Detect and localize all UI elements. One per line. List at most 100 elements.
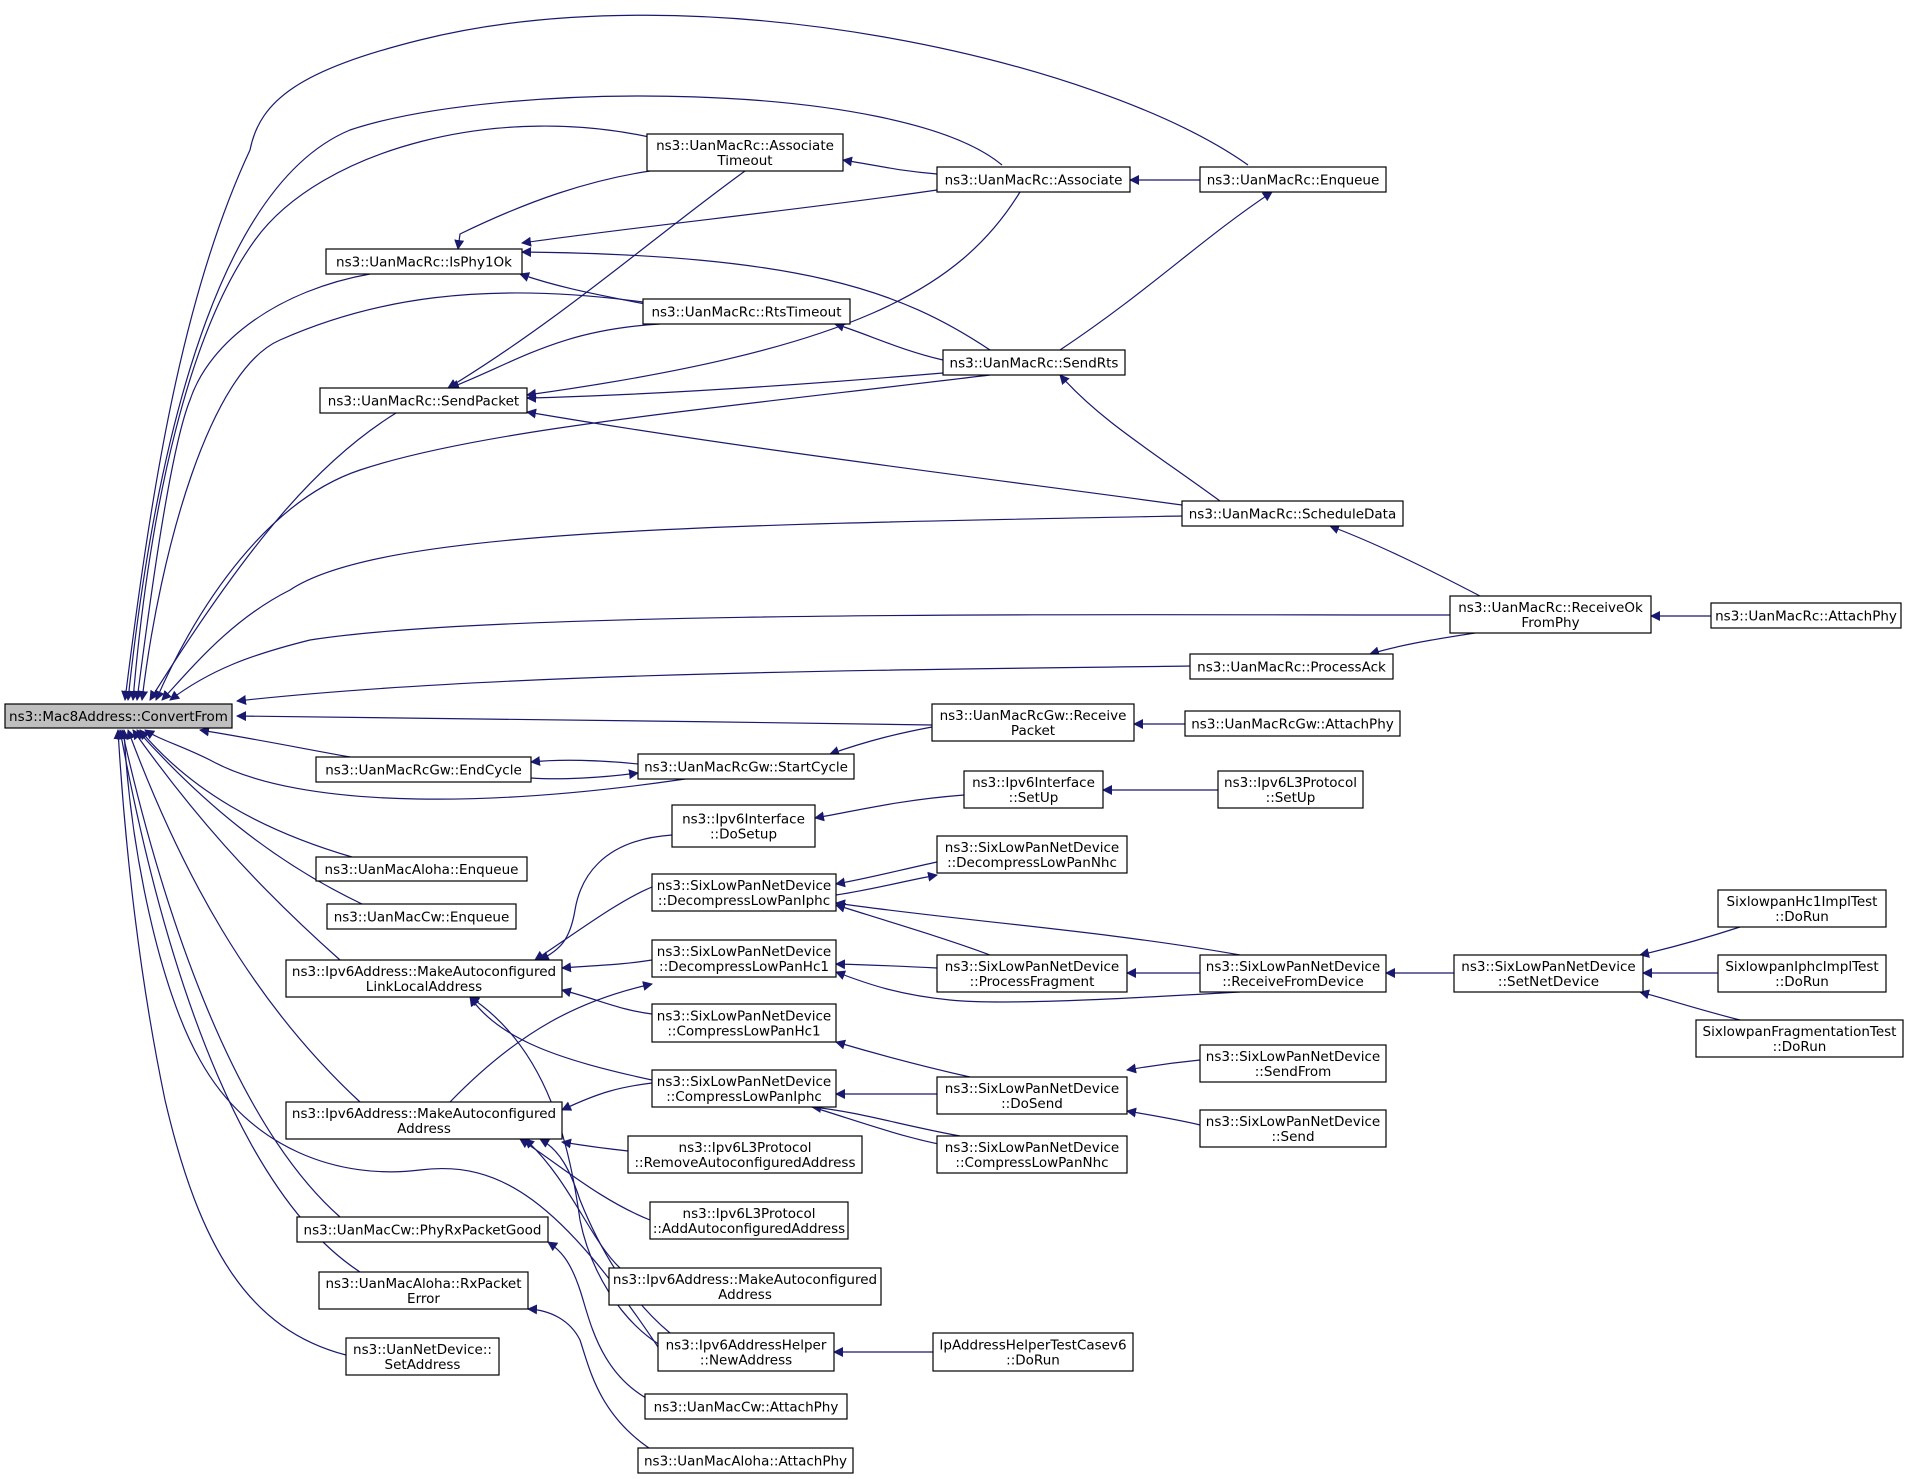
node-n37[interactable]: ns3::Ipv6L3Protocol::RemoveAutoconfigure… [627, 1135, 863, 1174]
node-label-line: ns3::UanMacRcGw::StartCycle [644, 760, 848, 776]
node-n26[interactable]: ns3::SixLowPanNetDevice::ProcessFragment [936, 954, 1128, 993]
node-label-line: LinkLocalAddress [366, 979, 482, 995]
node-box [326, 903, 517, 930]
node-n6[interactable]: ns3::UanMacRc::SendRts [942, 349, 1126, 376]
edge-path [132, 729, 341, 961]
node-n16[interactable]: ns3::Ipv6Interface::DoSetup [671, 804, 816, 848]
node-n8[interactable]: ns3::UanMacRc::ScheduleData [1181, 500, 1404, 527]
node-n4[interactable]: ns3::UanMacRc::IsPhy1Ok [325, 248, 523, 275]
edge-n4-to-n0 [133, 273, 371, 701]
edge-n24-to-n0 [132, 729, 341, 961]
edge-n9-to-n8 [1329, 524, 1481, 597]
node-box [942, 349, 1126, 376]
node-n27[interactable]: ns3::SixLowPanNetDevice::ReceiveFromDevi… [1199, 954, 1387, 993]
node-n17[interactable]: ns3::Ipv6Interface::SetUp [963, 770, 1104, 809]
edge-path [119, 729, 341, 1218]
edge-path [519, 272, 651, 306]
node-label-line: ns3::Ipv6AddressHelper [666, 1338, 827, 1354]
edge-path [835, 1039, 971, 1078]
node-box [649, 1201, 849, 1240]
node-n46[interactable]: ns3::UanMacCw::AttachPhy [644, 1393, 848, 1420]
edge-n14-to-n0 [199, 726, 351, 758]
node-label-line: ns3::Ipv6Address::MakeAutoconfigured [613, 1272, 877, 1288]
node-n5[interactable]: ns3::UanMacRc::RtsTimeout [642, 298, 851, 325]
node-n29[interactable]: SixlowpanIphcImplTest::DoRun [1717, 954, 1887, 993]
node-n25[interactable]: ns3::SixLowPanNetDevice::DecompressLowPa… [651, 939, 837, 978]
node-label-line: ns3::SixLowPanNetDevice [657, 1009, 831, 1025]
node-n22[interactable]: ns3::UanMacCw::Enqueue [326, 903, 517, 930]
node-n47[interactable]: ns3::UanMacAloha::AttachPhy [637, 1447, 854, 1474]
edge-path [835, 959, 938, 970]
node-box [1453, 954, 1644, 993]
edge-path [547, 1241, 661, 1406]
edge-path [561, 959, 653, 973]
node-label-line: Address [397, 1121, 451, 1137]
node-box [936, 835, 1128, 874]
node-n41[interactable]: ns3::Ipv6Address::MakeAutoconfiguredAddr… [608, 1267, 882, 1306]
node-n15[interactable]: ns3::UanMacRcGw::StartCycle [637, 753, 855, 780]
node-n35[interactable]: ns3::SixLowPanNetDevice::DoSend [936, 1076, 1128, 1115]
node-n18[interactable]: ns3::Ipv6L3Protocol::SetUp [1217, 770, 1364, 809]
edge-path [139, 729, 353, 858]
edge-path [835, 970, 1241, 1003]
node-box [646, 133, 844, 172]
node-box [285, 1101, 563, 1140]
node-box [936, 1135, 1128, 1174]
node-n40[interactable]: ns3::UanMacCw::PhyRxPacketGood [296, 1216, 549, 1243]
node-n28[interactable]: ns3::SixLowPanNetDevice::SetNetDevice [1453, 954, 1644, 993]
node-label-line: Packet [1011, 723, 1055, 739]
node-n30[interactable]: ns3::SixLowPanNetDevice::CompressLowPanH… [651, 1003, 837, 1043]
node-n32[interactable]: ns3::SixLowPanNetDevice::SendFrom [1199, 1044, 1387, 1083]
node-n43[interactable]: ns3::Ipv6AddressHelper::NewAddress [657, 1332, 835, 1372]
node-n10[interactable]: ns3::UanMacRc::AttachPhy [1710, 602, 1902, 629]
node-n14[interactable]: ns3::UanMacRcGw::EndCycle [315, 756, 532, 783]
node-box [671, 804, 816, 848]
node-n44[interactable]: IpAddressHelperTestCasev6::DoRun [932, 1332, 1134, 1372]
node-box [651, 1003, 837, 1043]
node-n20[interactable]: ns3::SixLowPanNetDevice::DecompressLowPa… [936, 835, 1128, 874]
node-label-line: ns3::UanMacRc::AttachPhy [1715, 609, 1897, 625]
node-label-line: ::CompressLowPanIphc [666, 1089, 822, 1105]
node-n0[interactable]: ns3::Mac8Address::ConvertFrom [4, 703, 233, 729]
node-n33[interactable]: ns3::Ipv6Address::MakeAutoconfiguredAddr… [285, 1101, 563, 1140]
edge-n9-to-n11 [1369, 632, 1476, 657]
edge-path [561, 1082, 653, 1111]
edge-n5-to-n4 [519, 272, 651, 306]
node-n7[interactable]: ns3::UanMacRc::SendPacket [319, 387, 528, 414]
node-label-line: ::AddAutoconfiguredAddress [653, 1221, 845, 1237]
node-n36[interactable]: ns3::SixLowPanNetDevice::Send [1199, 1109, 1387, 1148]
edge-n27-to-n25 [835, 970, 1241, 1003]
node-n38[interactable]: ns3::SixLowPanNetDevice::CompressLowPanN… [936, 1135, 1128, 1174]
node-n34[interactable]: ns3::SixLowPanNetDevice::CompressLowPanI… [651, 1069, 837, 1108]
node-n31[interactable]: SixlowpanFragmentationTest::DoRun [1695, 1019, 1904, 1058]
node-n11[interactable]: ns3::UanMacRc::ProcessAck [1189, 653, 1394, 680]
node-n21[interactable]: ns3::SixLowPanNetDevice::DecompressLowPa… [651, 873, 837, 912]
node-n39[interactable]: ns3::Ipv6L3Protocol::AddAutoconfiguredAd… [649, 1201, 849, 1240]
node-box [651, 1069, 837, 1108]
node-label-line: ns3::SixLowPanNetDevice [945, 1081, 1119, 1097]
edge-path [1329, 524, 1481, 597]
edge-path [133, 273, 371, 701]
node-n45[interactable]: ns3::UanNetDevice::SetAddress [345, 1337, 500, 1376]
node-n13[interactable]: ns3::UanMacRcGw::AttachPhy [1184, 710, 1401, 737]
edge-path [814, 794, 965, 822]
edge-n25-to-n24 [561, 959, 653, 973]
edge-path [1059, 374, 1221, 502]
edge-path [149, 412, 397, 701]
edge-path [811, 1102, 961, 1137]
node-n3[interactable]: ns3::UanMacRc::Enqueue [1199, 166, 1387, 193]
node-n23[interactable]: SixlowpanHc1ImplTest::DoRun [1717, 889, 1887, 928]
node-label-line: ns3::SixLowPanNetDevice [1206, 1114, 1380, 1130]
node-n2[interactable]: ns3::UanMacRc::Associate [936, 166, 1131, 193]
node-n24[interactable]: ns3::Ipv6Address::MakeAutoconfiguredLink… [285, 959, 563, 998]
node-label-line: ::SetUp [1266, 790, 1316, 806]
node-box [627, 1135, 863, 1174]
node-n19[interactable]: ns3::UanMacAloha::Enqueue [315, 856, 528, 882]
node-label-line: IpAddressHelperTestCasev6 [939, 1338, 1126, 1354]
node-label-line: SixlowpanHc1ImplTest [1727, 894, 1878, 910]
edge-n2-to-n4 [521, 189, 938, 247]
